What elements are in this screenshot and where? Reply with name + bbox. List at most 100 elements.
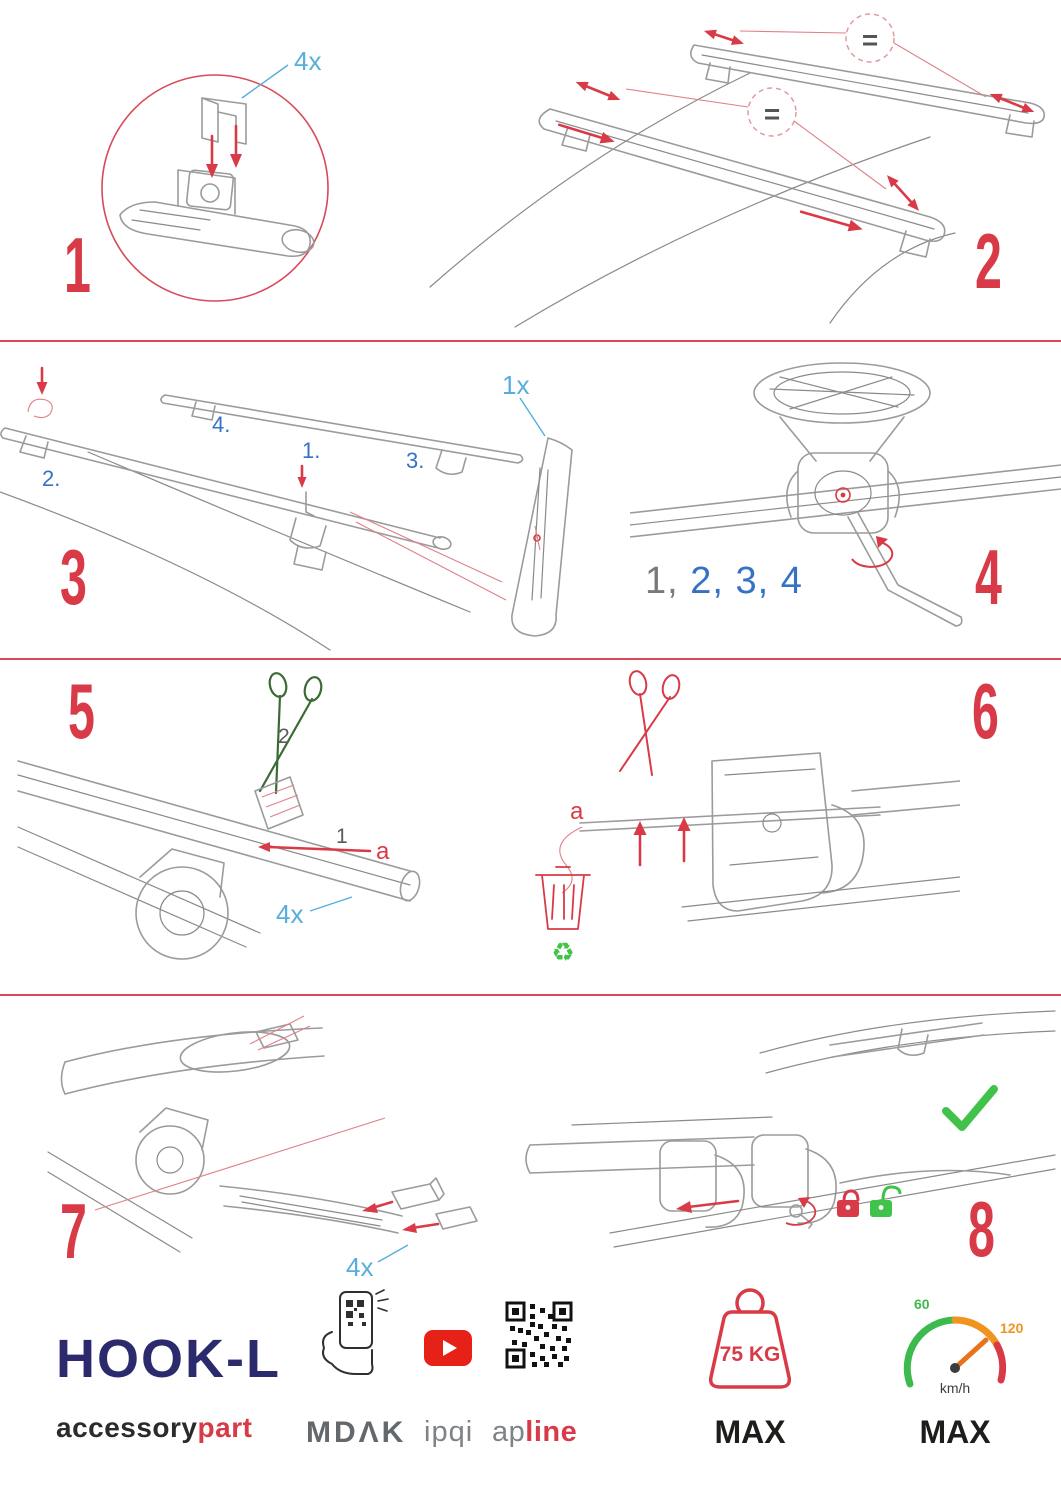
scissors-icon — [258, 672, 323, 795]
step-5-qty-label: 4x — [276, 899, 303, 929]
equal-circle-top: = — [845, 13, 895, 63]
equals-sign-bottom: = — [764, 99, 780, 130]
sequence-first: 1, — [645, 560, 679, 602]
measure-arrow-front-right — [886, 175, 920, 211]
insert-arrow-2 — [402, 1222, 440, 1233]
start-arrow — [27, 366, 53, 419]
qty-leader-line — [519, 397, 546, 437]
mounted-overview — [759, 1010, 1056, 1074]
substep-4-label: 4. — [212, 412, 230, 437]
substep-3-label: 3. — [406, 448, 424, 473]
speed-low-label: 60 — [914, 1296, 930, 1312]
step-2-illustration: = = — [429, 13, 1046, 328]
step-5-number: 5 — [68, 667, 95, 755]
slide-arrow — [676, 1199, 740, 1213]
step-7-illustration: 4x — [47, 1015, 478, 1282]
phone-scan-icon — [322, 1289, 389, 1375]
slide-arrow-left — [557, 123, 615, 144]
tool-cone — [511, 437, 573, 637]
substep-1-label: 1. — [302, 438, 320, 463]
step-6-illustration: a ♻ — [535, 670, 960, 967]
clamp-foot — [135, 848, 229, 960]
speed-high-label: 120 — [1000, 1320, 1024, 1336]
clamp — [135, 1107, 209, 1195]
roof-outline — [429, 72, 956, 328]
front-crossbar — [538, 108, 946, 258]
slide-arrow-front — [799, 210, 863, 232]
clamp-body — [786, 452, 900, 534]
qty-leader-line — [309, 896, 353, 912]
rail-lines — [47, 1151, 193, 1253]
hand-outline — [322, 1331, 374, 1375]
rear-crossbar — [690, 44, 1046, 138]
substep-1-key — [297, 464, 315, 517]
step-5-insert-label: 1 — [336, 825, 348, 848]
section-divider-2 — [0, 658, 1061, 660]
trash-bin: ♻ — [535, 866, 591, 967]
step-2-number: 2 — [975, 217, 1002, 305]
step-8-number: 8 — [968, 1185, 995, 1273]
lock-open-icon — [870, 1185, 902, 1217]
key-icon — [785, 1197, 817, 1229]
rail — [681, 876, 960, 922]
max-speed-icon: 60 120 km/h — [903, 1296, 1024, 1396]
phone-qr-pixels — [346, 1300, 366, 1326]
max-load-value: 75 KG — [720, 1343, 781, 1366]
logo-apline: apline — [492, 1416, 577, 1449]
step-7-number: 7 — [60, 1187, 87, 1275]
cone-leader-lines — [349, 511, 507, 601]
section-divider-3 — [0, 994, 1061, 996]
step-8-illustration — [525, 1010, 1056, 1248]
brand-part: part — [197, 1412, 253, 1443]
gauge-needle — [952, 1337, 989, 1371]
crossbar-drawing — [119, 169, 315, 258]
measure-arrow-rear-right — [989, 93, 1035, 113]
bar-with-opening — [60, 1015, 325, 1095]
measure-arrow — [258, 842, 372, 853]
step-1-illustration: 4x — [101, 46, 329, 302]
strap-stub — [254, 776, 304, 830]
magnifier-circle — [101, 74, 329, 302]
bar-end — [851, 780, 960, 816]
product-name: HOOK-L — [56, 1329, 281, 1389]
measure-arrow-front-left — [575, 81, 621, 101]
crossbar — [17, 760, 421, 902]
logo-mdak: MDΛK — [306, 1416, 407, 1449]
brand-accessory: accessory — [56, 1412, 198, 1443]
step-6-ref-label: a — [570, 798, 584, 825]
measure-arrow-rear-left — [703, 29, 744, 45]
lock-closed-icon — [837, 1189, 860, 1217]
max-load-icon: 75 KG — [708, 1288, 792, 1389]
scissors-icon-red — [619, 670, 681, 776]
u-bracket-part — [201, 97, 247, 145]
pointer-line — [94, 1117, 386, 1211]
check-icon — [942, 1085, 998, 1131]
step-1-qty-label: 4x — [294, 46, 321, 76]
step-3-illustration: 1. 2. 3. 4. 1x — [0, 366, 573, 651]
logo-apline-line: line — [525, 1416, 578, 1448]
strap — [559, 806, 881, 894]
step-5-cut-label: 2 — [278, 725, 290, 748]
slot-detail — [219, 1177, 478, 1234]
roof-perspective — [0, 451, 471, 651]
rear-bar — [160, 394, 524, 476]
qty-leader-line — [241, 64, 289, 99]
step-4-sequence: 1, 2, 3, 4 — [645, 560, 803, 603]
max-speed-label: MAX — [919, 1414, 991, 1450]
step-4-illustration — [630, 362, 1061, 627]
step-4-number: 4 — [975, 533, 1002, 621]
step-5-ref-label: a — [376, 838, 390, 865]
bar-and-clamps — [525, 1116, 1056, 1248]
brand-wordmark: accessorypart — [56, 1412, 252, 1444]
insert-arrow-1 — [362, 1200, 394, 1213]
bar-underside — [753, 362, 931, 462]
sequence-rest: 2, 3, 4 — [690, 560, 803, 602]
step-5-illustration: 2 1 a 4x — [17, 672, 421, 960]
step-6-number: 6 — [972, 667, 999, 755]
logo-ipqi: ipqi — [424, 1416, 474, 1448]
substep-2-label: 2. — [42, 466, 60, 491]
measure-leader-lines — [625, 30, 987, 190]
max-load-label: MAX — [714, 1414, 786, 1450]
recycle-icon: ♻ — [551, 937, 574, 967]
